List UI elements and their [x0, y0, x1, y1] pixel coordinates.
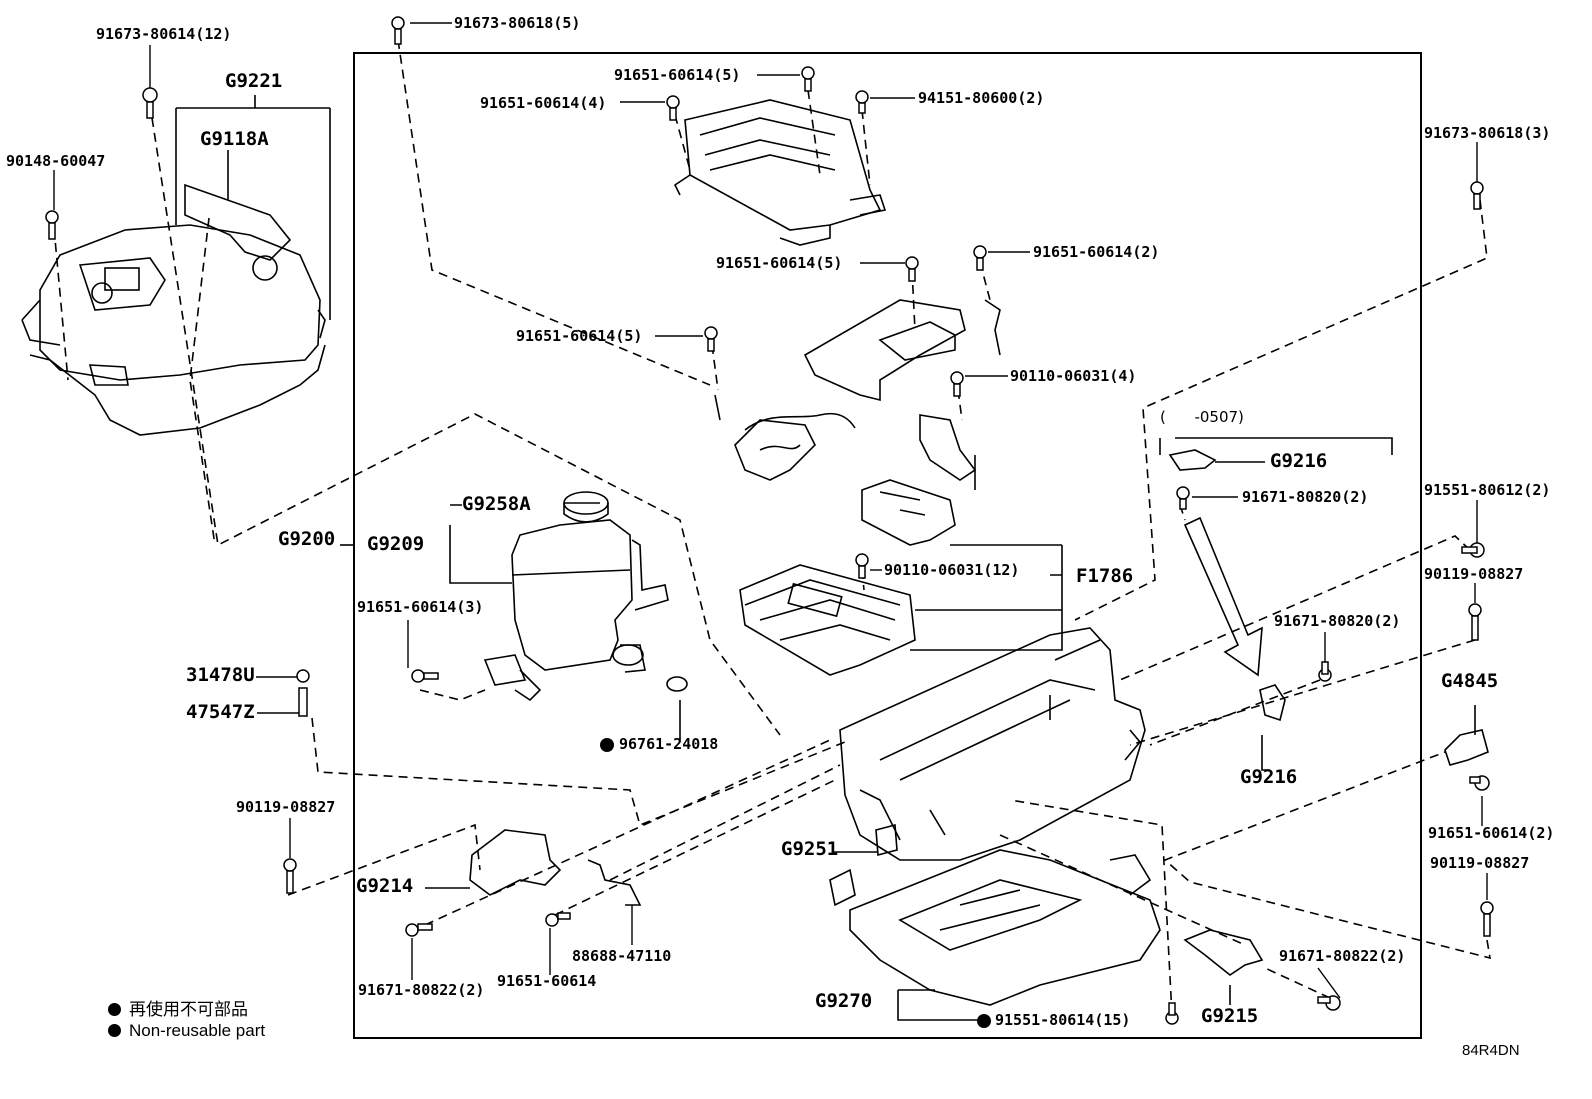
label-91651-60614-4: 91651-60614(4): [480, 94, 607, 112]
installation-arrow: [1183, 516, 1263, 677]
bolt-90110-06031-4: [950, 371, 964, 397]
reservoir-tank-drawing: [483, 491, 688, 702]
label-90119-08827-right-top: 90119-08827: [1424, 565, 1524, 583]
ecu-module-drawing: [673, 99, 887, 246]
bolt-91671-80820-mid: [1318, 661, 1332, 682]
label-g9214: G9214: [356, 875, 414, 897]
non-reusable-dot-96761: [600, 738, 614, 752]
inverter-case-drawing: [839, 627, 1146, 861]
bolt-91651-60614-3: [411, 669, 439, 683]
bolt-91651-60614-5-top: [801, 66, 815, 92]
label-g9251: G9251: [781, 838, 839, 860]
bolt-90119-08827-right-bottom: [1480, 901, 1494, 937]
bolt-91651-60614: [545, 912, 571, 927]
bolt-91651-60614-2-right: [1469, 775, 1490, 791]
non-reusable-dot-91551: [977, 1014, 991, 1028]
bolt-90110-06031-12: [855, 553, 869, 579]
label-91671-80820-2-mid: 91671-80820(2): [1274, 612, 1401, 630]
g9216-top-bracket: [1168, 449, 1217, 471]
label-88688-47110: 88688-47110: [572, 947, 672, 965]
label-90148-60047: 90148-60047: [6, 152, 106, 170]
label-91673-80618-5: 91673-80618(5): [454, 14, 581, 32]
bolt-91651-60614-2-top: [973, 245, 987, 271]
label-91551-80612-2: 91551-80612(2): [1424, 481, 1551, 499]
relay-bracket-drawing: [803, 299, 1001, 402]
g4845-sensor: [1444, 729, 1489, 766]
label-91651-60614: 91651-60614: [497, 972, 597, 990]
bolt-91671-80822-left: [405, 923, 433, 937]
bolt-91651-60614-5-mid: [905, 256, 919, 282]
assembly-frame: [353, 52, 1422, 1039]
legend-english: Non-reusable part: [108, 1021, 265, 1041]
label-date-range: ( -0507): [1160, 408, 1244, 426]
g9215-bracket: [1183, 929, 1264, 976]
label-90119-08827-left: 90119-08827: [236, 798, 336, 816]
label-91671-80820-2-top: 91671-80820(2): [1242, 488, 1369, 506]
label-91651-60614-5-mid: 91651-60614(5): [716, 254, 843, 272]
bolt-31478u: [296, 669, 310, 717]
g9251-plate: [875, 823, 898, 857]
label-91673-80618-3: 91673-80618(3): [1424, 124, 1551, 142]
label-g9270: G9270: [815, 990, 873, 1012]
control-box-drawing: [861, 479, 956, 546]
label-g9209: G9209: [367, 533, 425, 555]
label-g9200: G9200: [278, 528, 336, 550]
legend-japanese-text: 再使用不可部品: [129, 1000, 248, 1019]
label-90119-08827-right-bottom: 90119-08827: [1430, 854, 1530, 872]
label-g9221: G9221: [225, 70, 283, 92]
label-91651-60614-2-top: 91651-60614(2): [1033, 243, 1160, 261]
label-f1786: F1786: [1076, 565, 1134, 587]
bolt-90148-60047: [45, 210, 59, 240]
label-91673-80614-12: 91673-80614(12): [96, 25, 232, 43]
bolt-91551-80614: [1165, 1002, 1179, 1025]
label-94151-80600-2: 94151-80600(2): [918, 89, 1045, 107]
legend-dot: [108, 1024, 121, 1037]
bolt-90119-08827-right-top: [1468, 603, 1482, 641]
legend-english-text: Non-reusable part: [129, 1021, 266, 1040]
label-91651-60614-2-right: 91651-60614(2): [1428, 824, 1555, 842]
label-96761-24018: 96761-24018: [619, 735, 719, 753]
bolt-91671-80820-top: [1176, 486, 1190, 510]
label-g9258a: G9258A: [462, 493, 531, 515]
lower-cover-drawing: [829, 849, 1161, 1006]
bolt-91671-80822-right: [1317, 995, 1341, 1011]
bolt-94151-80600: [855, 90, 869, 114]
g9221-bracket: [175, 95, 331, 320]
small-bracket-drawing: [919, 414, 977, 490]
g9214-bracket: [469, 829, 562, 896]
88688-bracket: [587, 859, 642, 906]
legend-dot: [108, 1003, 121, 1016]
label-47547z: 47547Z: [186, 701, 255, 723]
inverter-board-drawing: [739, 564, 916, 676]
diagram-code: 84R4DN: [1462, 1042, 1520, 1059]
label-91651-60614-3: 91651-60614(3): [357, 598, 484, 616]
label-91651-60614-5-left: 91651-60614(5): [516, 327, 643, 345]
label-91551-80614-15: 91551-80614(15): [995, 1011, 1131, 1029]
g9216-bottom-bracket: [1259, 684, 1286, 722]
bolt-90119-08827-left: [283, 858, 297, 894]
label-g9215: G9215: [1201, 1005, 1259, 1027]
label-91671-80822-2-right: 91671-80822(2): [1279, 947, 1406, 965]
bolt-91673-80614: [142, 87, 158, 119]
label-g9216-bottom: G9216: [1240, 766, 1298, 788]
label-g9216-top: G9216: [1270, 450, 1328, 472]
label-90110-06031-12: 90110-06031(12): [884, 561, 1020, 579]
bolt-91673-80618-5: [391, 16, 405, 45]
top-cover-drawing: [21, 183, 326, 436]
label-g9118a: G9118A: [200, 128, 269, 150]
label-91671-80822-2-left: 91671-80822(2): [358, 981, 485, 999]
legend-japanese: 再使用不可部品: [108, 995, 248, 1020]
label-g4845: G4845: [1441, 670, 1499, 692]
wiring-harness-drawing: [714, 394, 856, 481]
label-90110-06031-4: 90110-06031(4): [1010, 367, 1137, 385]
bolt-91651-60614-5-left: [704, 326, 718, 352]
label-31478u: 31478U: [186, 664, 255, 686]
label-91651-60614-5-top: 91651-60614(5): [614, 66, 741, 84]
bolt-91651-60614-4: [666, 95, 680, 121]
